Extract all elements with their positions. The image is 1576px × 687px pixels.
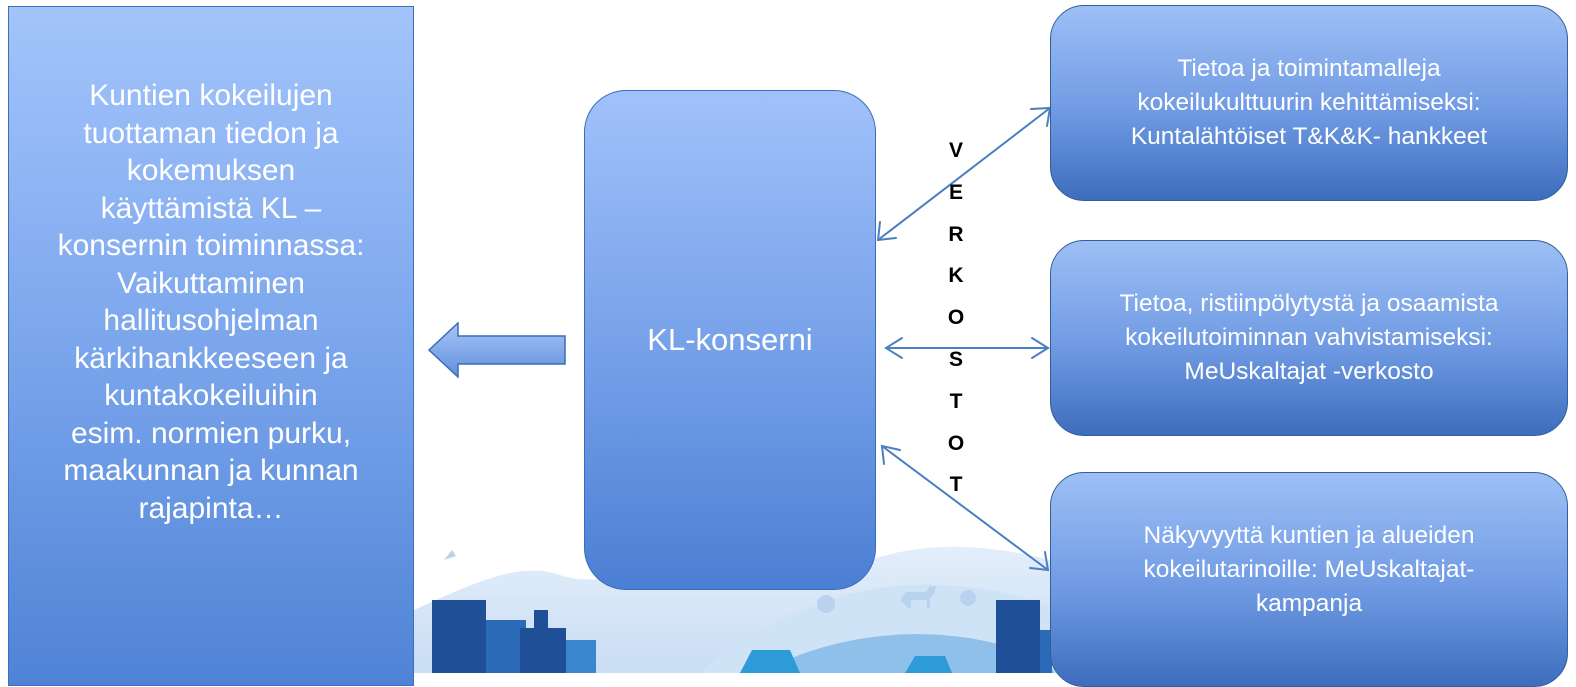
connector-middle xyxy=(884,337,1050,359)
animal-silhouettes xyxy=(444,550,976,613)
right-box-text: Tietoa ja toimintamalleja kokeilukulttuu… xyxy=(1130,55,1488,150)
connector-bottom xyxy=(880,444,1050,572)
verkostot-letter: T xyxy=(949,473,963,497)
right-box-text: Näkyvyyttä kuntien ja alueiden kokeiluta… xyxy=(1143,522,1475,617)
left-summary-box: Kuntien kokeilujen tuottaman tiedon ja k… xyxy=(8,6,414,686)
verkostot-vertical-label: V E R K O S T O T xyxy=(938,130,974,506)
right-box-verkosto: Tietoa, ristiinpölytystä ja osaamista ko… xyxy=(1050,240,1568,436)
skyline xyxy=(432,600,1052,673)
background-illustration xyxy=(414,546,1060,673)
verkostot-letter: O xyxy=(947,306,965,330)
kl-konserni-label: KL-konserni xyxy=(647,322,813,357)
verkostot-letter: S xyxy=(948,347,963,371)
right-box-tk-hankkeet: Tietoa ja toimintamalleja kokeilukulttuu… xyxy=(1050,5,1568,201)
verkostot-letter: E xyxy=(948,180,963,204)
right-box-text: Tietoa, ristiinpölytystä ja osaamista ko… xyxy=(1119,290,1499,385)
verkostot-letter: K xyxy=(948,264,964,288)
left-summary-text: Kuntien kokeilujen tuottaman tiedon ja k… xyxy=(57,79,365,525)
verkostot-letter: V xyxy=(948,139,963,162)
kl-konserni-box: KL-konserni xyxy=(584,90,876,590)
right-box-kampanja: Näkyvyyttä kuntien ja alueiden kokeiluta… xyxy=(1050,472,1568,687)
verkostot-letter: O xyxy=(947,431,965,455)
left-block-arrow xyxy=(428,322,566,378)
verkostot-letter: R xyxy=(948,222,964,246)
verkostot-letter: T xyxy=(949,389,963,413)
